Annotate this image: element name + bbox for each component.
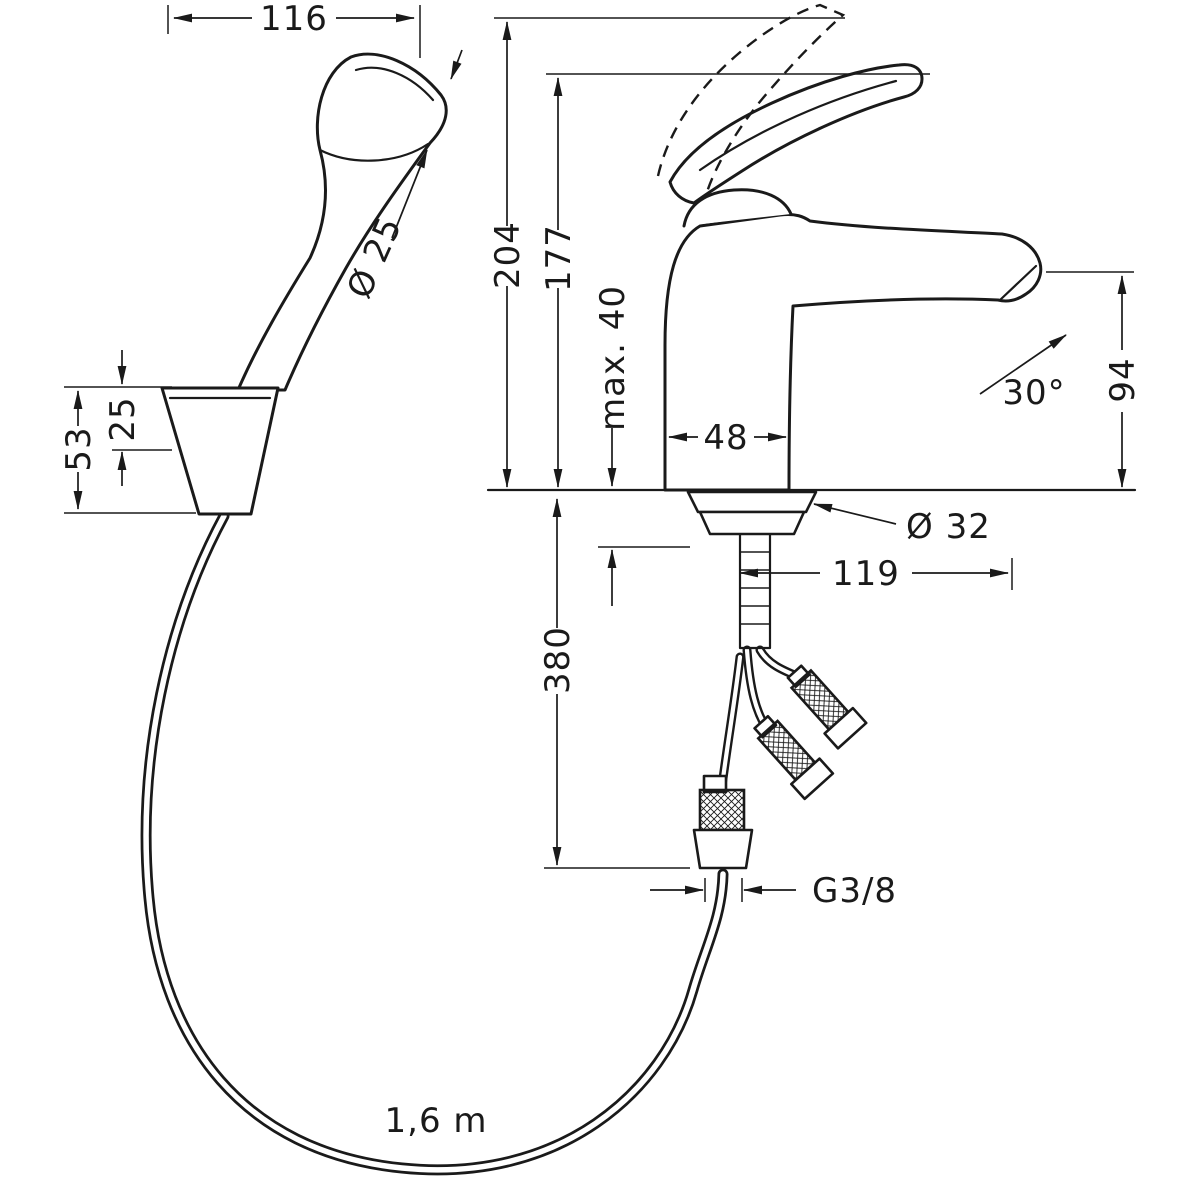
flange-lower [698,510,806,536]
hose-fitting [692,774,754,870]
fitting-nut [692,828,754,870]
holder-cone [160,386,280,516]
ext-line [64,386,196,514]
shank-walls [738,532,772,650]
dim-label-380: 380 [538,626,578,694]
flange-upper [686,490,818,514]
mounting-flange [686,490,818,536]
dim-label-177: 177 [539,224,579,292]
dim-overall-height: 204 [488,17,845,488]
lever-raised-dashed [656,3,846,193]
dim-mounting-hole-diameter: Ø 32 [813,503,991,547]
dim-holder-inset: 25 [103,350,172,486]
dim-label-53: 53 [59,426,99,471]
dim-connection-thread: G3/8 [650,871,897,911]
shower-holder [160,386,280,516]
dim-spray-angle: 30° [979,334,1067,413]
lever-dome [682,188,793,228]
hose-inner [143,513,726,1173]
hose-length-label: 1,6 m [385,1101,488,1141]
fitting-braid-body [698,788,746,832]
dim-label-119: 119 [832,554,900,594]
dim-handshower-width: 116 [167,0,421,58]
dim-label-max40: max. 40 [593,285,633,431]
dim-holder-height: 53 [59,386,196,514]
threaded-shank [738,532,772,650]
dim-label-116: 116 [260,0,328,39]
ext-line [167,5,421,58]
hand-shower [236,52,448,392]
shank-threads [741,551,769,625]
supply-fitting-2 [786,664,868,750]
leader-line [813,503,897,525]
supply-fitting-1 [753,714,835,801]
faucet [656,3,1043,492]
dim-label-25: 25 [103,396,143,441]
dim-label-30deg: 30° [1002,373,1065,413]
dim-label-48: 48 [703,418,748,458]
shower-hose [140,510,729,1176]
under-deck-assembly [686,490,868,870]
dim-label-94: 94 [1103,357,1143,402]
dim-body-width: 48 [668,418,787,458]
lever-handle [668,63,924,205]
dim-arrow-lower [391,149,428,239]
dim-max-mounting-thickness: max. 40 [593,285,690,606]
lever-ridge-line [698,79,898,172]
hose-outline [140,510,729,1176]
dim-label-g38: G3/8 [812,871,897,911]
dim-arrow-upper [450,49,463,80]
supply-fitting-2-nut [823,706,868,750]
connector-hose-inner [719,654,743,789]
aerator-line [998,264,1038,302]
dim-spout-reach: 119 [739,554,1013,594]
angle-arrow [979,334,1067,395]
dim-under-deck-length: 380 [538,498,690,869]
supply-fitting-1-nut [789,757,835,801]
spray-face-line [354,66,435,102]
dim-lever-height: 177 [539,73,930,488]
dim-label-204: 204 [488,221,528,289]
hand-shower-body [236,52,448,392]
ext-ticks [704,878,743,902]
dim-spout-height: 94 [1046,271,1143,488]
dim-label-dia32: Ø 32 [906,507,991,547]
